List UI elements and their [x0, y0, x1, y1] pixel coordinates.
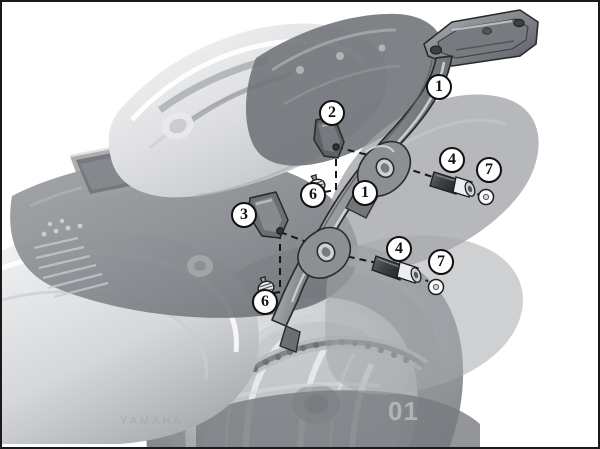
washer-lower-hole	[432, 283, 440, 291]
tail-fastener-dots	[296, 44, 386, 74]
tail-vent-dots	[41, 218, 83, 237]
guide-upper-vertical	[323, 147, 337, 193]
callout-7-lower: 7	[428, 249, 454, 275]
callout-2: 2	[319, 100, 345, 126]
upper-frame-mount-tab-part-2	[313, 115, 345, 159]
guide-lower-vertical	[267, 232, 281, 295]
washer-upper-part-7	[477, 188, 495, 206]
callout-3: 3	[231, 202, 257, 228]
callout-4-upper: 4	[439, 147, 465, 173]
callout-6-lower: 6	[252, 289, 278, 315]
washer-upper-hole	[482, 193, 490, 201]
tab-3-hole	[276, 227, 284, 235]
washer-lower-part-7	[427, 278, 445, 296]
arm-lower-mount-boss	[297, 226, 352, 279]
callout-1-lower: 1	[352, 180, 378, 206]
screw-lower-head	[259, 275, 267, 284]
bolt-lower-shank	[371, 255, 405, 281]
tail-vent-louvres	[33, 236, 109, 299]
callout-7-upper: 7	[476, 157, 502, 183]
rear-shadow-mass	[325, 235, 524, 395]
callout-6-upper: 6	[300, 182, 326, 208]
callout-4-lower: 4	[386, 236, 412, 262]
screw-upper-head	[310, 173, 318, 182]
rail-hole-front	[429, 45, 443, 55]
arm-shadow-line	[319, 59, 433, 235]
callout-1-upper: 1	[426, 74, 452, 100]
bolt-upper-shank	[429, 171, 461, 195]
arm-bottom-foot	[279, 325, 301, 353]
spacer-bolt-lower-part-4	[371, 255, 422, 284]
rail-hole-rear	[513, 18, 525, 28]
fairing-decal-text: YAMAHA	[120, 415, 184, 427]
tab-2-hole	[332, 143, 340, 151]
spacer-bolt-upper-part-4	[429, 171, 476, 198]
